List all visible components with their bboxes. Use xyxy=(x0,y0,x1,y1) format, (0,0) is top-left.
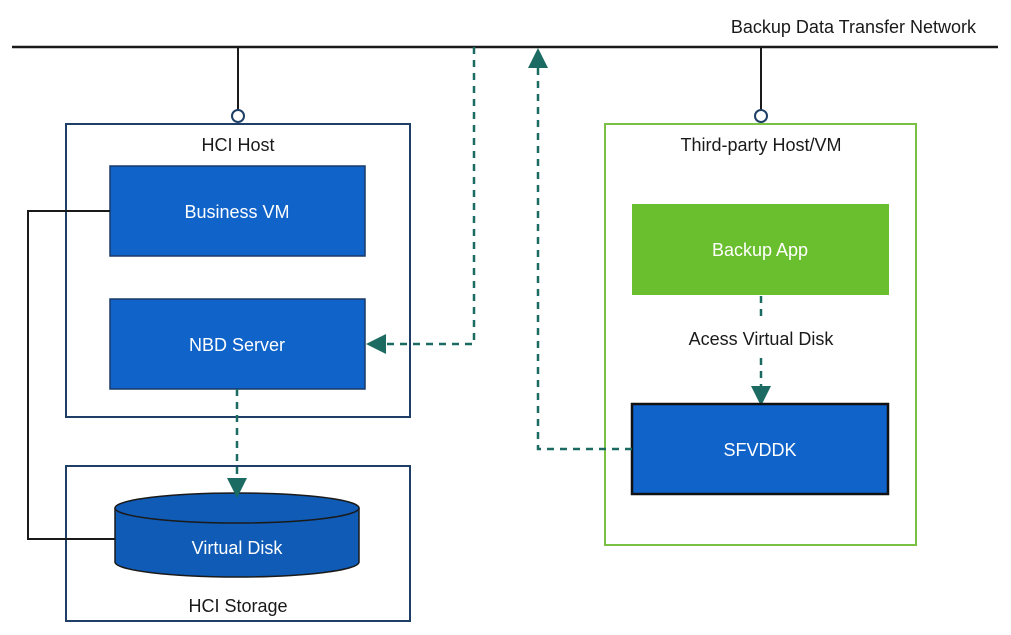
access-virtual-disk-label: Acess Virtual Disk xyxy=(689,329,835,349)
third-party-network-port xyxy=(754,109,768,123)
backup-app-label: Backup App xyxy=(712,240,808,260)
nbd-server-box xyxy=(109,298,366,390)
hci-host-title: HCI Host xyxy=(201,135,274,155)
sfvddk-to-network-arrow xyxy=(528,48,632,451)
virtual-disk-cylinder xyxy=(114,492,360,578)
business-vm-box xyxy=(109,165,366,257)
network-label: Backup Data Transfer Network xyxy=(731,17,977,37)
backup-app-box xyxy=(632,204,889,295)
sfvddk-label: SFVDDK xyxy=(723,440,796,460)
business-vm-label: Business VM xyxy=(184,202,289,222)
business-vm-disk-link xyxy=(27,210,115,540)
hci-host-network-port xyxy=(231,109,245,123)
third-party-title: Third-party Host/VM xyxy=(680,135,841,155)
hci-storage-title: HCI Storage xyxy=(188,596,287,616)
network-to-nbd-arrow xyxy=(366,47,476,354)
virtual-disk-label: Virtual Disk xyxy=(192,538,284,558)
nbd-server-label: NBD Server xyxy=(189,335,285,355)
